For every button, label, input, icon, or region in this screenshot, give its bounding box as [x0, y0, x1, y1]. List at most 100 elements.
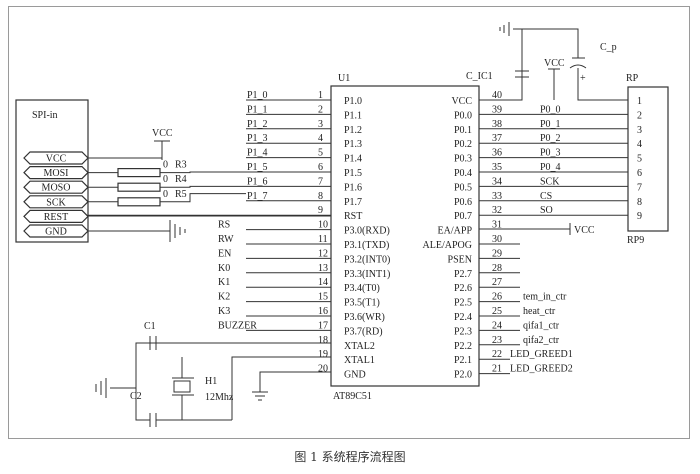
u1-pin-number: 19 [318, 349, 328, 360]
u1-body [330, 85, 480, 387]
rp9-part-label: RP9 [627, 235, 644, 246]
u1-pin-number: 6 [318, 162, 323, 173]
u1-pin-number: 8 [318, 191, 323, 202]
u1-pin-number: 39 [492, 104, 502, 115]
net-label: CS [540, 191, 552, 202]
plus-label: + [580, 73, 586, 84]
net-label: P1_0 [247, 90, 268, 101]
u1-pin-number: 35 [492, 162, 502, 173]
u1-pin-name: P2.3 [454, 326, 472, 337]
u1-pin-number: 4 [318, 133, 323, 144]
net-label: K1 [218, 277, 230, 288]
spi-signal-label: GND [45, 227, 67, 238]
net-label: qifa2_ctr [523, 335, 560, 346]
u1-pin-number: 5 [318, 148, 323, 159]
net-label: heat_ctr [523, 306, 556, 317]
spi-signal-label: REST [44, 212, 68, 223]
resistor-body [117, 182, 161, 192]
net-label: LED_GREED2 [510, 364, 573, 375]
u1-pin-name: P3.7(RD) [344, 326, 383, 337]
u1-pin-number: 26 [492, 292, 502, 303]
spi-signal-port [23, 180, 89, 194]
u1-pin-name: ALE/APOG [423, 240, 472, 251]
h1-label: H1 [205, 376, 217, 387]
u1-pin-name: P0.6 [454, 197, 472, 208]
u1-pin-number: 15 [318, 292, 328, 303]
u1-part-label: AT89C51 [333, 391, 372, 402]
resistor-body [117, 197, 161, 207]
u1-pin-number: 34 [492, 176, 502, 187]
u1-pin-name: P1.5 [344, 168, 362, 179]
net-label: P0_1 [540, 119, 561, 130]
spi-signal-label: SCK [46, 197, 66, 208]
u1-pin-name: P0.5 [454, 182, 472, 193]
u1-pin-number: 3 [318, 119, 323, 130]
net-label: K2 [218, 292, 230, 303]
rp9-pin-number: 4 [637, 139, 642, 150]
net-label: P1_3 [247, 133, 268, 144]
spi-signal-label: MOSI [43, 168, 68, 179]
rp9-pin-number: 7 [637, 182, 642, 193]
resistor-ref: R3 [175, 160, 187, 171]
u1-pin-number: 25 [492, 306, 502, 317]
u1-pin-number: 1 [318, 90, 323, 101]
c1-label: C1 [144, 321, 156, 332]
rp9-body [627, 86, 669, 232]
u1-pin-number: 12 [318, 248, 328, 259]
u1-pin-name: P1.1 [344, 110, 362, 121]
net-label: RW [218, 234, 234, 245]
rp9-pin-number: 6 [637, 168, 642, 179]
u1-pin-name: P1.6 [344, 182, 362, 193]
net-label: P1_7 [247, 191, 268, 202]
net-label: SCK [540, 176, 560, 187]
net-label: SO [540, 205, 553, 216]
u1-pin-name: P1.7 [344, 197, 362, 208]
net-label: tem_in_ctr [523, 292, 567, 303]
rp9-ref-label: RP [626, 73, 639, 84]
u1-pin-number: 18 [318, 335, 328, 346]
u1-pin-name: P2.6 [454, 283, 472, 294]
u1-pin-number: 9 [318, 205, 323, 216]
u1-pin-number: 10 [318, 220, 328, 231]
resistor-ref: R5 [175, 189, 187, 200]
u1-pin-name: P3.3(INT1) [344, 269, 390, 280]
resistor-value: 0 [163, 189, 168, 200]
u1-left-pins: 1P1.0P1_02P1.1P1_13P1.2P1_24P1.3P1_35P1.… [88, 90, 390, 381]
u1-pin-name: XTAL1 [344, 355, 375, 366]
net-label: K0 [218, 263, 230, 274]
u1-pin-number: 20 [318, 364, 328, 375]
rp9-pin-number: 2 [637, 110, 642, 121]
net-label: P1_1 [247, 104, 268, 115]
u1-pin-name: P2.4 [454, 312, 472, 323]
u1-pin-number: 14 [318, 277, 328, 288]
u1-pin-name: P3.4(T0) [344, 283, 380, 294]
net-label: qifa1_ctr [523, 320, 560, 331]
u1-pin-number: 11 [318, 234, 328, 245]
spi-signal-port [23, 166, 89, 180]
resistor-value: 0 [163, 174, 168, 185]
spi-signal-label: VCC [46, 154, 67, 165]
u1-pin-name: P1.3 [344, 139, 362, 150]
net-label: P0_4 [540, 162, 561, 173]
u1-pin-name: P0.3 [454, 154, 472, 165]
u1-pin-number: 33 [492, 191, 502, 202]
u1-pin-number: 17 [318, 320, 328, 331]
u1-pin-name: P2.2 [454, 341, 472, 352]
schematic-frame [8, 6, 690, 439]
u1-pin-name: P2.1 [454, 355, 472, 366]
vcc-label-ea: VCC [574, 225, 595, 236]
net-label: RS [218, 220, 230, 231]
net-label: P0_0 [540, 104, 561, 115]
net-label: P1_6 [247, 176, 268, 187]
u1-pin-name: P3.2(INT0) [344, 254, 390, 265]
net-label: K3 [218, 306, 230, 317]
u1-pin-number: 24 [492, 320, 502, 331]
u1-pin-name: P0.2 [454, 139, 472, 150]
u1-pin-name: P1.4 [344, 154, 362, 165]
rp9-pin-number: 8 [637, 197, 642, 208]
u1-pin-number: 29 [492, 248, 502, 259]
u1-pin-number: 23 [492, 335, 502, 346]
net-label: P1_4 [247, 148, 268, 159]
